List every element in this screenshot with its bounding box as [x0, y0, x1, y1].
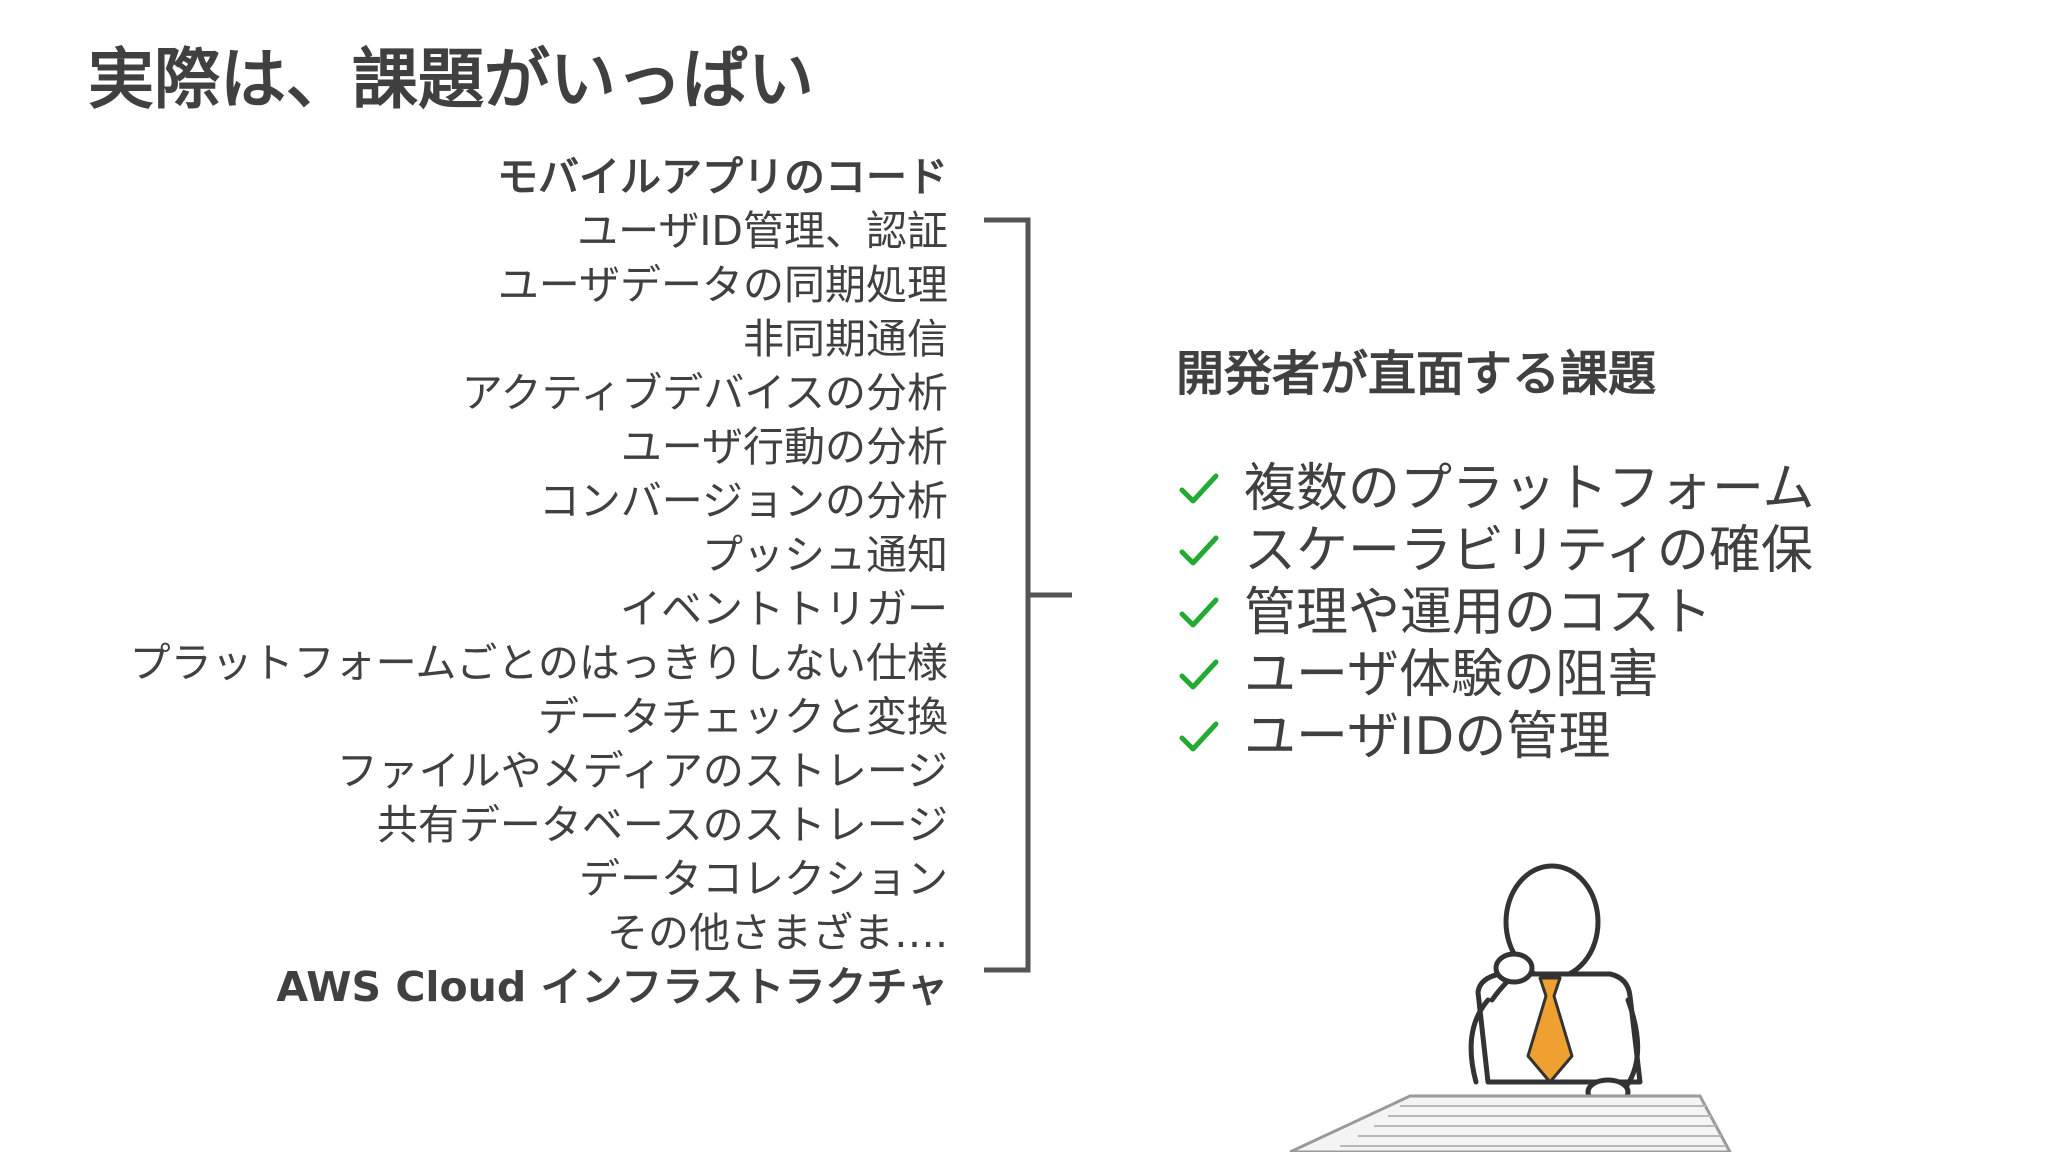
challenges-heading: 開発者が直面する課題 [1176, 346, 1657, 402]
list-item: コンバージョンの分析 [538, 477, 948, 525]
list-item: モバイルアプリのコード [497, 153, 948, 201]
checklist-item: 複数のプラットフォーム [1176, 458, 1814, 520]
checklist-label: 管理や運用のコスト [1244, 583, 1713, 643]
checklist-item: ユーザIDの管理 [1176, 706, 1814, 768]
list-item: 非同期通信 [743, 315, 948, 363]
check-icon [1179, 535, 1219, 566]
mobile-app-requirements-list: モバイルアプリのコード ユーザID管理、認証 ユーザデータの同期処理 非同期通信… [0, 150, 948, 1014]
desk [1289, 1094, 1732, 1152]
checklist-label: スケーラビリティの確保 [1244, 521, 1813, 581]
list-item: ユーザID管理、認証 [577, 207, 948, 255]
check-icon [1179, 597, 1219, 628]
check-icon [1179, 473, 1219, 504]
person-hand-chin [1493, 951, 1535, 985]
tie-icon [1526, 976, 1574, 1084]
challenges-checklist: 複数のプラットフォーム スケーラビリティの確保 管理や運用のコスト ユーザ体験の… [1176, 458, 1814, 768]
list-item: ユーザ行動の分析 [620, 423, 948, 471]
check-icon [1179, 721, 1219, 752]
list-item: その他さまざま…. [606, 909, 948, 957]
checklist-label: ユーザ体験の阻害 [1244, 645, 1659, 705]
checklist-label: 複数のプラットフォーム [1244, 459, 1815, 519]
checklist-item: スケーラビリティの確保 [1176, 520, 1814, 582]
checklist-label: ユーザIDの管理 [1244, 707, 1611, 767]
list-item: アクティブデバイスの分析 [461, 369, 948, 417]
list-item: ファイルやメディアのストレージ [336, 747, 948, 795]
thinking-person-illustration [1230, 860, 1790, 1152]
checklist-item: ユーザ体験の阻害 [1176, 644, 1814, 706]
person-arm-left [1468, 997, 1491, 1085]
list-item: データチェックと変換 [538, 693, 948, 741]
list-item: ユーザデータの同期処理 [497, 261, 948, 309]
list-item: AWS Cloud インフラストラクチャ [276, 963, 948, 1011]
list-item: プッシュ通知 [702, 531, 948, 579]
check-icon [1179, 659, 1219, 690]
slide-title: 実際は、課題がいっぱい [88, 41, 814, 118]
list-item: 共有データベースのストレージ [376, 801, 948, 849]
list-item: データコレクション [579, 855, 948, 903]
list-item: プラットフォームごとのはっきりしない仕様 [129, 639, 948, 687]
list-item: イベントトリガー [620, 585, 948, 633]
checklist-item: 管理や運用のコスト [1176, 582, 1814, 644]
